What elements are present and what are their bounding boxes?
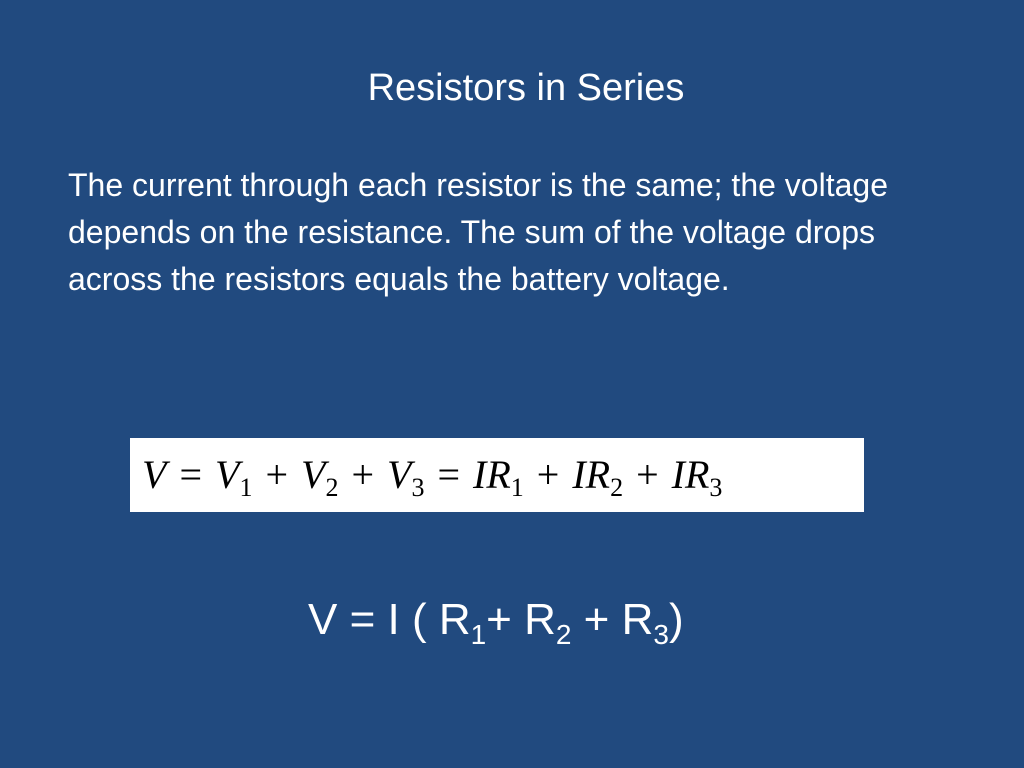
eq-plus-1: + (265, 452, 288, 497)
formula-end: ) (668, 595, 684, 644)
eq-term-ir1: IR (473, 452, 511, 497)
eq-plus-4: + (636, 452, 659, 497)
eq-sub-v1: 1 (239, 473, 253, 502)
eq-equals-1: = (179, 452, 202, 497)
formula-lhs: V = I ( R (308, 595, 471, 644)
formula-mid-1: + R (486, 595, 556, 644)
formula-sub-2: 2 (555, 619, 572, 650)
eq-sub-ir3: 3 (709, 473, 723, 502)
eq-term-v1: V (215, 452, 240, 497)
eq-term-v: V (142, 452, 167, 497)
series-voltage-equation-image: V=V1+V2+V3=IR1+IR2+IR3 (130, 438, 864, 512)
eq-plus-2: + (351, 452, 374, 497)
slide-title: Resistors in Series (367, 67, 685, 109)
eq-sub-v3: 3 (411, 473, 425, 502)
formula-mid-2: + R (571, 595, 654, 644)
simplified-formula: V = I ( R1+ R2 + R3) (308, 592, 684, 650)
eq-term-ir2: IR (572, 452, 611, 497)
eq-term-ir3: IR (671, 452, 710, 497)
eq-term-v3: V (387, 452, 412, 497)
eq-equals-2: = (437, 452, 460, 497)
formula-sub-1: 1 (470, 619, 487, 650)
formula-sub-3: 3 (653, 619, 669, 650)
eq-sub-v2: 2 (325, 473, 339, 502)
eq-sub-ir2: 2 (610, 473, 624, 502)
eq-plus-3: + (536, 452, 560, 497)
eq-term-v2: V (301, 452, 326, 497)
slide-body-text: The current through each resistor is the… (68, 167, 888, 297)
eq-sub-ir1: 1 (510, 473, 524, 502)
